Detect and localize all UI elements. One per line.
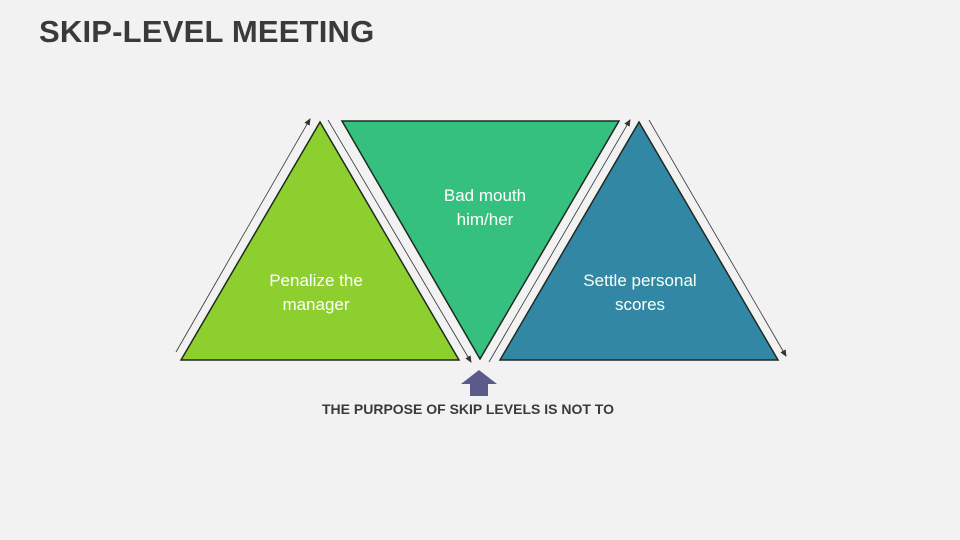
edge-arrow-left-up [175, 118, 311, 353]
triangle-penalize [179, 120, 461, 361]
label-bad-mouth: Bad mouth [444, 186, 526, 205]
label-settle: Settle personal [583, 271, 696, 290]
label-penalize-2: manager [282, 295, 349, 314]
edge-arrow-right-down [648, 119, 787, 357]
slide-title: SKIP-LEVEL MEETING [39, 14, 375, 49]
purpose-caption: THE PURPOSE OF SKIP LEVELS IS NOT TO [322, 401, 614, 417]
edge-arrow-center-down [327, 119, 472, 363]
triangle-settle-scores [498, 120, 780, 361]
label-settle-2: scores [615, 295, 665, 314]
up-arrow-icon [461, 370, 497, 396]
label-bad-mouth-2: him/her [457, 210, 514, 229]
label-penalize: Penalize the [269, 271, 363, 290]
triangle-bad-mouth [340, 120, 621, 361]
edge-arrow-center-up [488, 119, 631, 363]
